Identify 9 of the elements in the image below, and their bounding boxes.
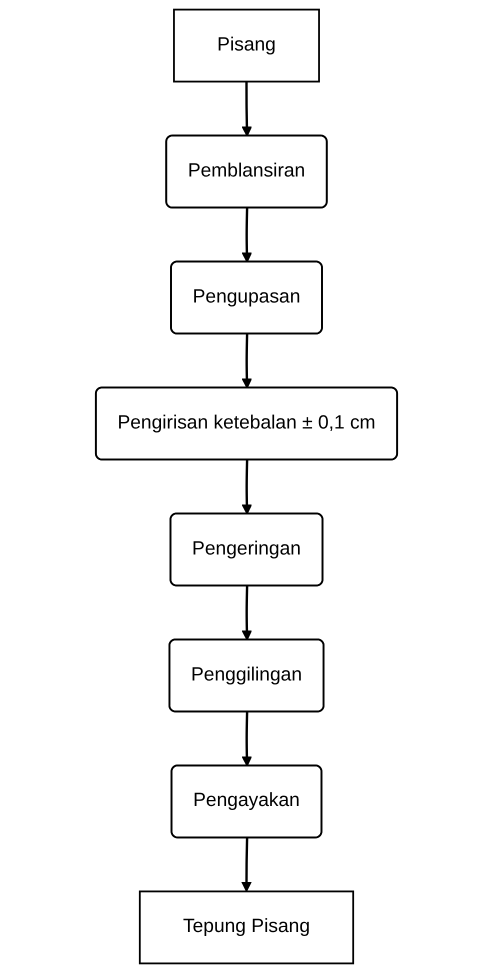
- arrow: [242, 460, 252, 515]
- arrow: [242, 586, 252, 641]
- arrow: [241, 838, 252, 892]
- arrow: [242, 208, 252, 263]
- node-box: Tepung Pisang: [138, 890, 354, 964]
- arrow: [242, 712, 252, 767]
- arrow: [242, 334, 252, 389]
- arrow: [242, 82, 252, 137]
- node-box: Pisang: [173, 8, 320, 82]
